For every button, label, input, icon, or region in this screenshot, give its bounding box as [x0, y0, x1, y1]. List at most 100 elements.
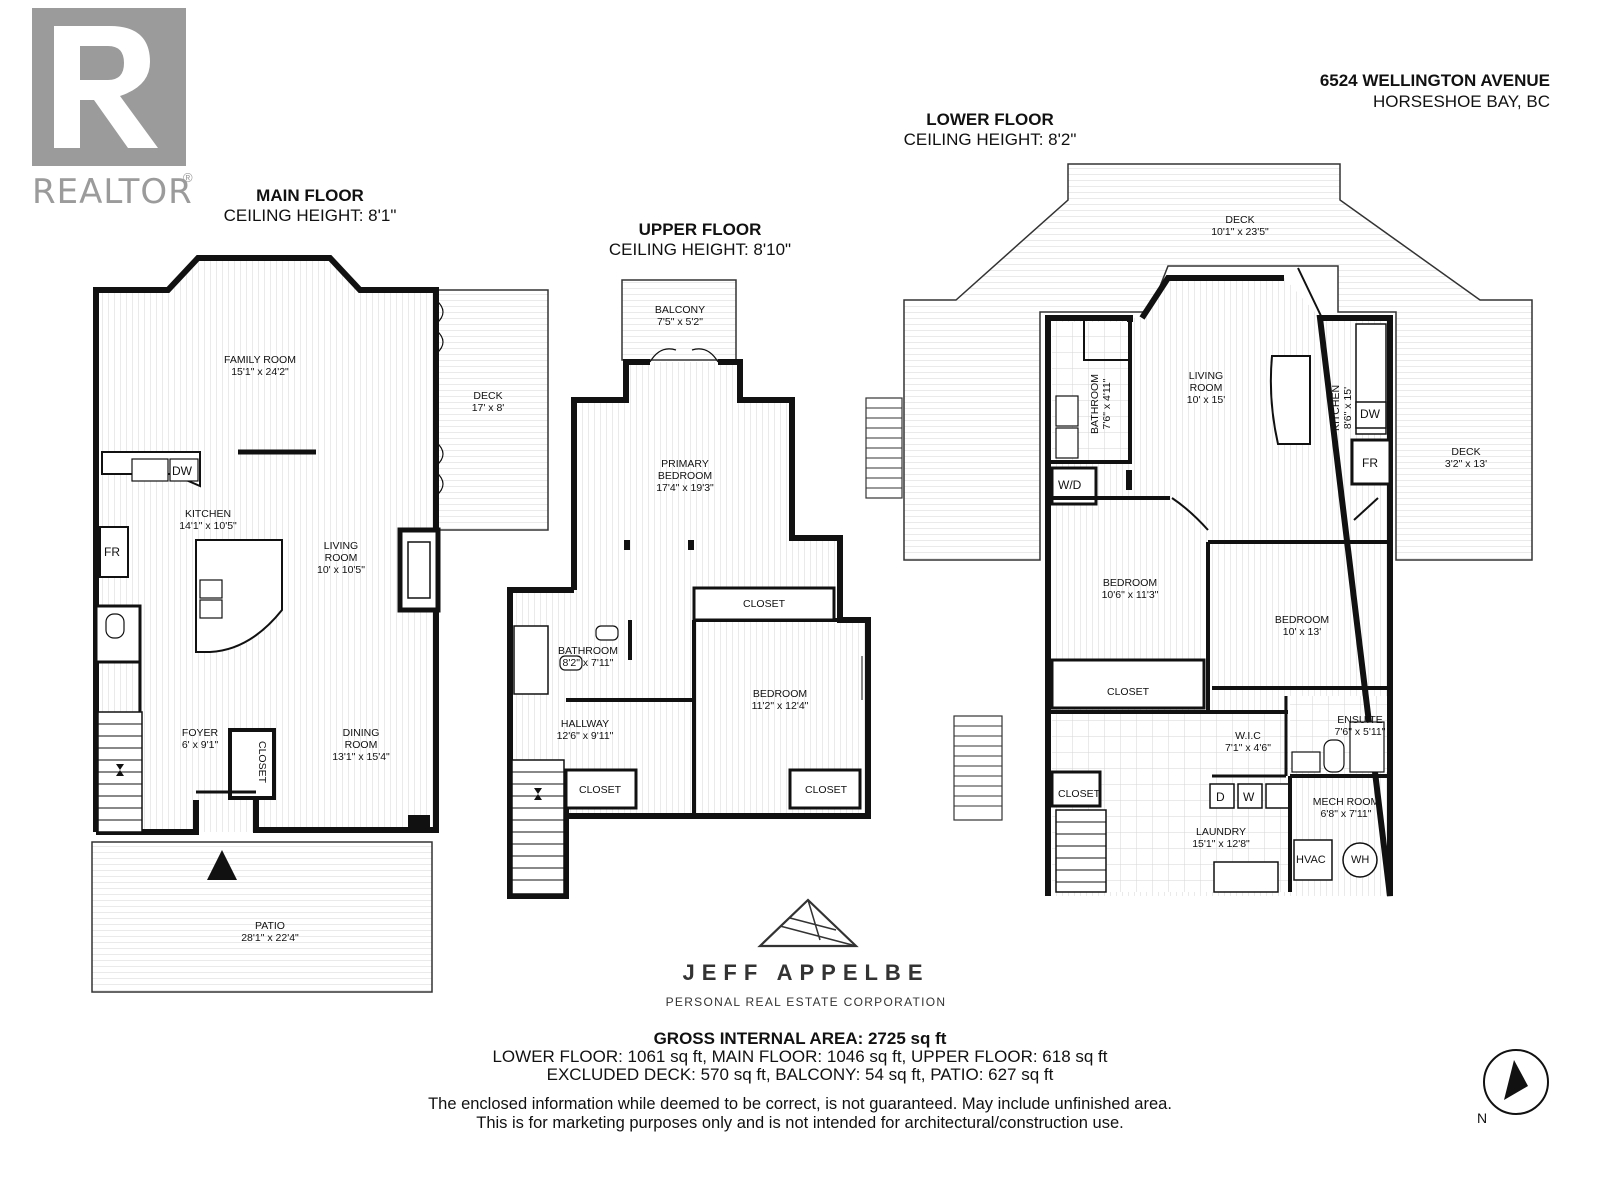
excluded-areas: EXCLUDED DECK: 570 sq ft, BALCONY: 54 sq…	[546, 1065, 1054, 1084]
room-dims: 15'1" x 12'8"	[1192, 838, 1250, 850]
room-name: PATIO	[255, 920, 285, 932]
disclaimer-line-2: This is for marketing purposes only and …	[476, 1113, 1124, 1132]
main-kitchen-island	[195, 539, 283, 653]
room-name: DECK	[473, 390, 503, 402]
room-dims: 28'1" x 22'4"	[241, 932, 299, 944]
room-dims: 10' x 15'	[1186, 394, 1226, 406]
room-name: BEDROOM	[1102, 577, 1158, 589]
upper-bedroom-label: BEDROOM 11'2" x 12'4"	[740, 688, 820, 712]
compass-icon	[1483, 1049, 1549, 1115]
room-name-1: LIVING	[323, 540, 359, 552]
room-dims: 15'1" x 24'2"	[231, 366, 289, 378]
main-fridge-label: FR	[104, 545, 120, 559]
room-name: BALCONY	[654, 304, 706, 316]
upper-balcony-label: BALCONY 7'5" x 5'2"	[630, 304, 730, 328]
room-name: BEDROOM	[1274, 614, 1330, 626]
lower-floor-ceiling: CEILING HEIGHT: 8'2"	[903, 130, 1077, 149]
property-address: 6524 WELLINGTON AVENUE HORSESHOE BAY, BC	[1320, 70, 1550, 112]
lower-detached-stairs	[953, 715, 1003, 821]
room-name-2: BEDROOM	[657, 470, 713, 482]
address-city: HORSESHOE BAY, BC	[1373, 92, 1550, 111]
room-dims: 7'5" x 5'2"	[657, 316, 703, 328]
main-dining-room-label: DINING ROOM 13'1" x 15'4"	[306, 727, 416, 763]
disclaimer-line-1: The enclosed information while deemed to…	[428, 1095, 1172, 1113]
lower-closet-left-label: CLOSET	[1057, 788, 1100, 800]
room-name-2: ROOM	[1189, 382, 1223, 394]
lower-deck-stairs	[865, 397, 903, 499]
disclaimer: The enclosed information while deemed to…	[0, 1095, 1600, 1132]
realtor-registered-mark: ®	[183, 170, 193, 185]
upper-exterior-wall	[507, 359, 871, 899]
room-name: FOYER	[181, 727, 219, 739]
room-name: HALLWAY	[560, 718, 610, 730]
lower-laundry-stairs	[1055, 809, 1107, 893]
upper-hallway-label: HALLWAY 12'6" x 9'11"	[540, 718, 630, 742]
lower-wic-label: W.I.C 7'1" x 4'6"	[1218, 730, 1278, 754]
room-name: KITCHEN	[184, 508, 232, 520]
room-dims: 8'2" x 7'11"	[562, 657, 614, 669]
main-closet-label: CLOSET	[256, 740, 268, 783]
room-dims: 10'6" x 11'3"	[1101, 589, 1159, 601]
room-name-2: ROOM	[324, 552, 358, 564]
room-dims: 3'2" x 13'	[1444, 458, 1488, 470]
room-name-1: PRIMARY	[661, 458, 709, 470]
agent-company: PERSONAL REAL ESTATE CORPORATION	[665, 995, 947, 1009]
lower-kitchen-island	[1269, 355, 1311, 445]
main-floor-plan	[91, 255, 549, 993]
upper-primary-bedroom-label: PRIMARY BEDROOM 17'4" x 19'3"	[630, 458, 740, 494]
room-dims: 7'1" x 4'6"	[1225, 742, 1271, 754]
main-patio-area	[91, 841, 433, 993]
lower-washer-dryer-label: W/D	[1058, 478, 1082, 492]
room-name: KITCHEN	[1330, 384, 1342, 432]
room-dims: 10'1" x 23'5"	[1211, 226, 1269, 238]
realtor-wordmark: REALTOR	[32, 172, 193, 212]
agent-logo-icon	[757, 898, 859, 948]
room-dims: 17'4" x 19'3"	[656, 482, 714, 494]
main-living-room-label: LIVING ROOM 10' x 10'5"	[296, 540, 386, 576]
upper-balcony-area	[621, 279, 737, 361]
room-name: BATHROOM	[1089, 374, 1101, 434]
room-dims: 14'1" x 10'5"	[179, 520, 237, 532]
room-name: ENSUITE	[1337, 714, 1383, 726]
lower-bathroom-label: BATHROOM 7'6" x 4'11"	[1089, 359, 1113, 449]
lower-washer-label: W	[1243, 790, 1255, 804]
main-deck-label: DECK 17' x 8'	[448, 390, 528, 414]
floor-areas: LOWER FLOOR: 1061 sq ft, MAIN FLOOR: 104…	[492, 1047, 1108, 1066]
main-family-room-label: FAMILY ROOM 15'1" x 24'2"	[190, 354, 330, 378]
upper-closet-right-label: CLOSET	[804, 784, 847, 796]
compass-north-label: N	[1477, 1110, 1488, 1126]
room-dims: 6'8" x 7'11"	[1320, 808, 1372, 820]
lower-ensuite-label: ENSUITE 7'6" x 5'11"	[1330, 714, 1390, 738]
lower-deck-top-label: DECK 10'1" x 23'5"	[1190, 214, 1290, 238]
lower-dishwasher-label: DW	[1360, 407, 1380, 421]
realtor-logo	[32, 8, 186, 166]
room-dims: 7'6" x 5'11"	[1334, 726, 1386, 738]
room-name-2: ROOM	[344, 739, 378, 751]
lower-floor-header: LOWER FLOOR CEILING HEIGHT: 8'2"	[880, 110, 1100, 150]
lower-laundry-label: LAUNDRY 15'1" x 12'8"	[1176, 826, 1266, 850]
main-floor-header: MAIN FLOOR CEILING HEIGHT: 8'1"	[200, 186, 420, 226]
room-name: W.I.C	[1235, 730, 1261, 742]
lower-fridge-label: FR	[1362, 456, 1378, 470]
room-name: DECK	[1451, 446, 1481, 458]
room-name: DECK	[1225, 214, 1255, 226]
lower-deck-area	[903, 163, 1533, 561]
lower-kitchen-label: KITCHEN 8'6" x 15'	[1330, 368, 1354, 448]
lower-bedroom-left-label: BEDROOM 10'6" x 11'3"	[1090, 577, 1170, 601]
upper-floor-plan	[507, 279, 871, 899]
upper-floor-interior	[510, 362, 868, 816]
upper-closet-left-label: CLOSET	[578, 784, 621, 796]
lower-floor-plan	[865, 163, 1533, 897]
room-name-1: LIVING	[1188, 370, 1224, 382]
room-dims: 10' x 10'5"	[316, 564, 366, 576]
room-dims: 12'6" x 9'11"	[556, 730, 614, 742]
gross-area: GROSS INTERNAL AREA: 2725 sq ft	[653, 1029, 947, 1048]
lower-bedroom-right-label: BEDROOM 10' x 13'	[1262, 614, 1342, 638]
agent-name: JEFF APPELBE	[682, 960, 930, 985]
upper-bathroom-label: BATHROOM 8'2" x 7'11"	[548, 645, 628, 669]
main-kitchen-label: KITCHEN 14'1" x 10'5"	[138, 508, 278, 532]
room-dims: 6' x 9'1"	[181, 739, 219, 751]
upper-stairs	[511, 759, 565, 895]
main-patio-label: PATIO 28'1" x 22'4"	[200, 920, 340, 944]
